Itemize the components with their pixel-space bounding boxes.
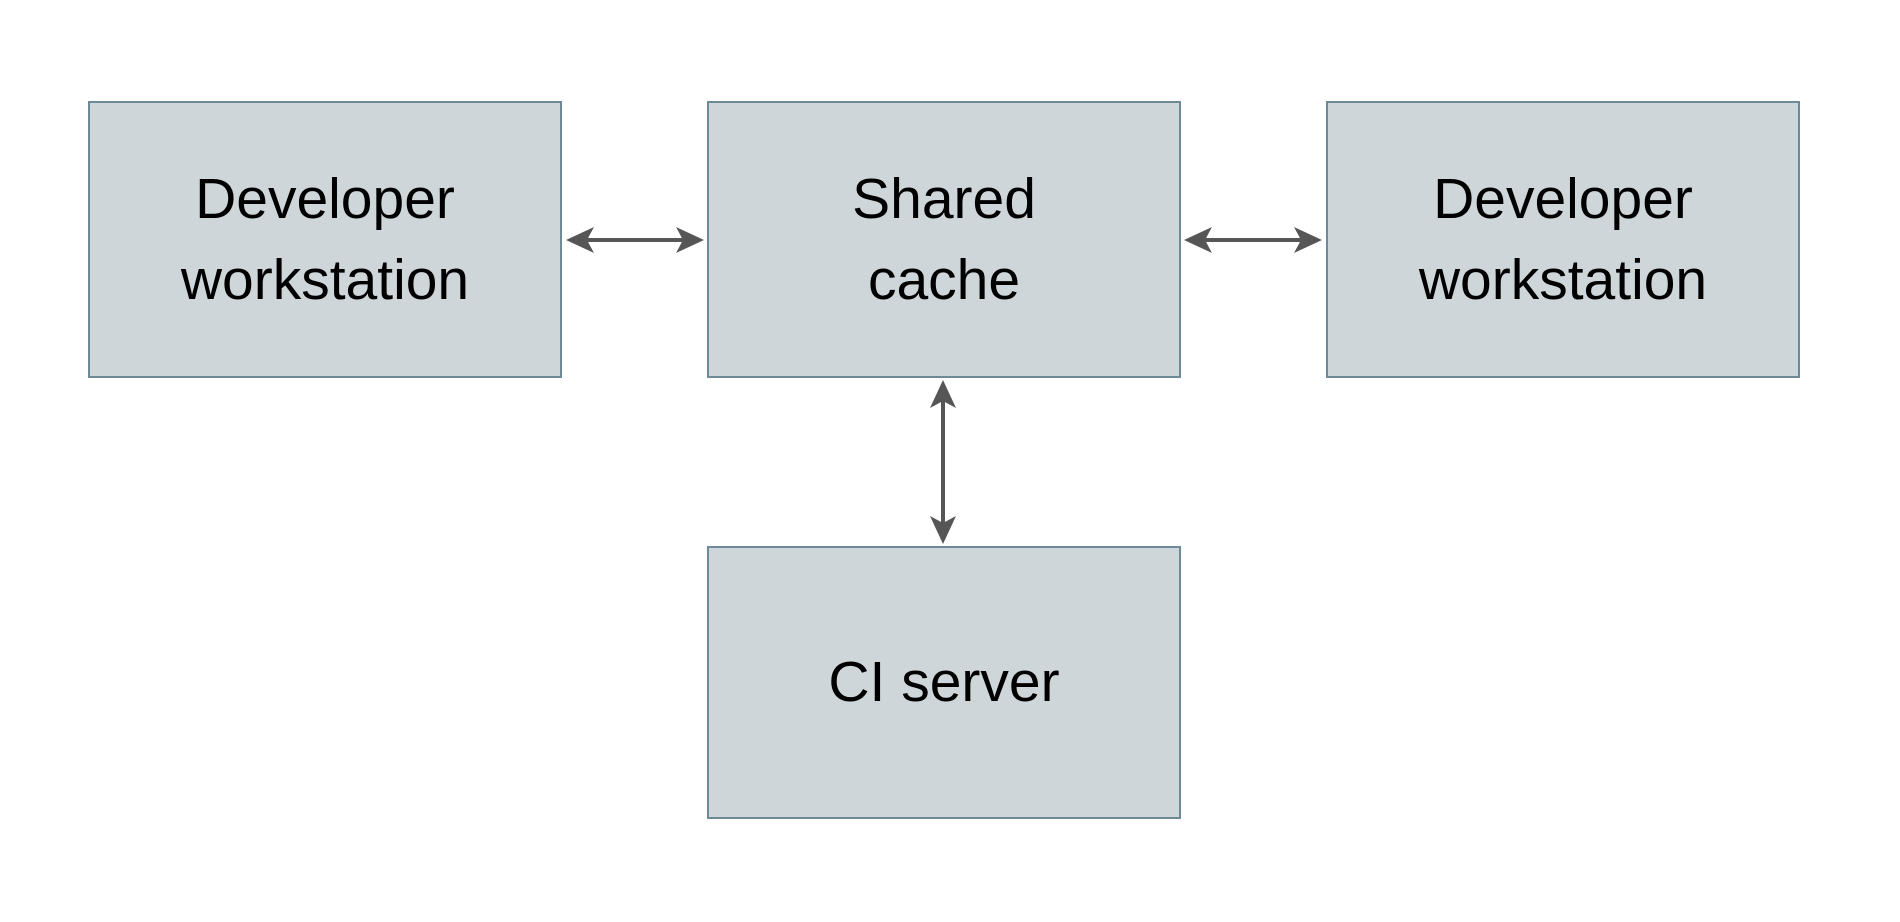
node-label: Developer workstation [180, 166, 470, 312]
edge-dev-left-to-cache-bidirectional-arrow [566, 227, 704, 253]
node-label: Developer workstation [1418, 166, 1708, 312]
node-shared-cache[interactable]: Shared cache [707, 101, 1181, 378]
node-label: Shared cache [852, 166, 1036, 312]
node-ci-server[interactable]: CI server [707, 546, 1181, 819]
node-developer-workstation-right[interactable]: Developer workstation [1326, 101, 1800, 378]
node-label: CI server [828, 650, 1060, 715]
edge-cache-to-ci-bidirectional-arrow [930, 380, 956, 544]
node-developer-workstation-left[interactable]: Developer workstation [88, 101, 562, 378]
edge-cache-to-dev-right-bidirectional-arrow [1184, 227, 1322, 253]
